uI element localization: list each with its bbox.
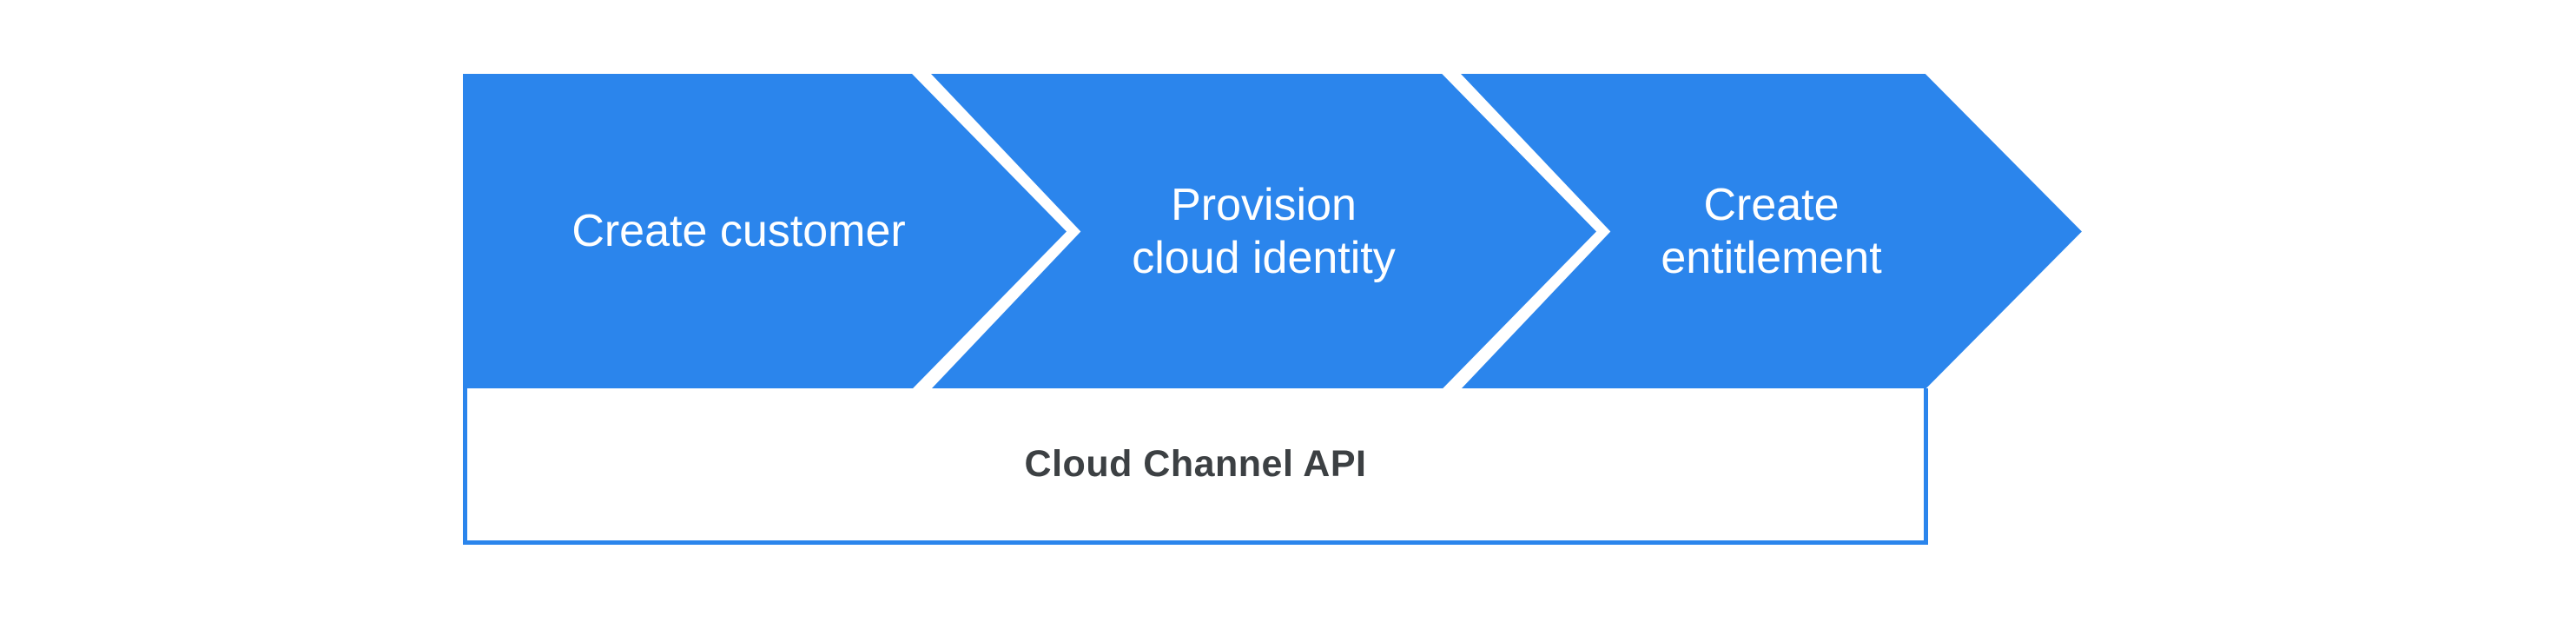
api-bar: Cloud Channel API: [463, 388, 1928, 545]
flow-step-provision-cloud-identity-label: Provision cloud identity: [1132, 179, 1396, 283]
api-bar-label: Cloud Channel API: [1024, 443, 1367, 485]
flow-step-create-customer-label: Create customer: [571, 206, 906, 256]
flow-step-create-entitlement-label: Create entitlement: [1661, 179, 1882, 283]
flow-step-provision-cloud-identity: Provision cloud identity: [931, 74, 1596, 389]
